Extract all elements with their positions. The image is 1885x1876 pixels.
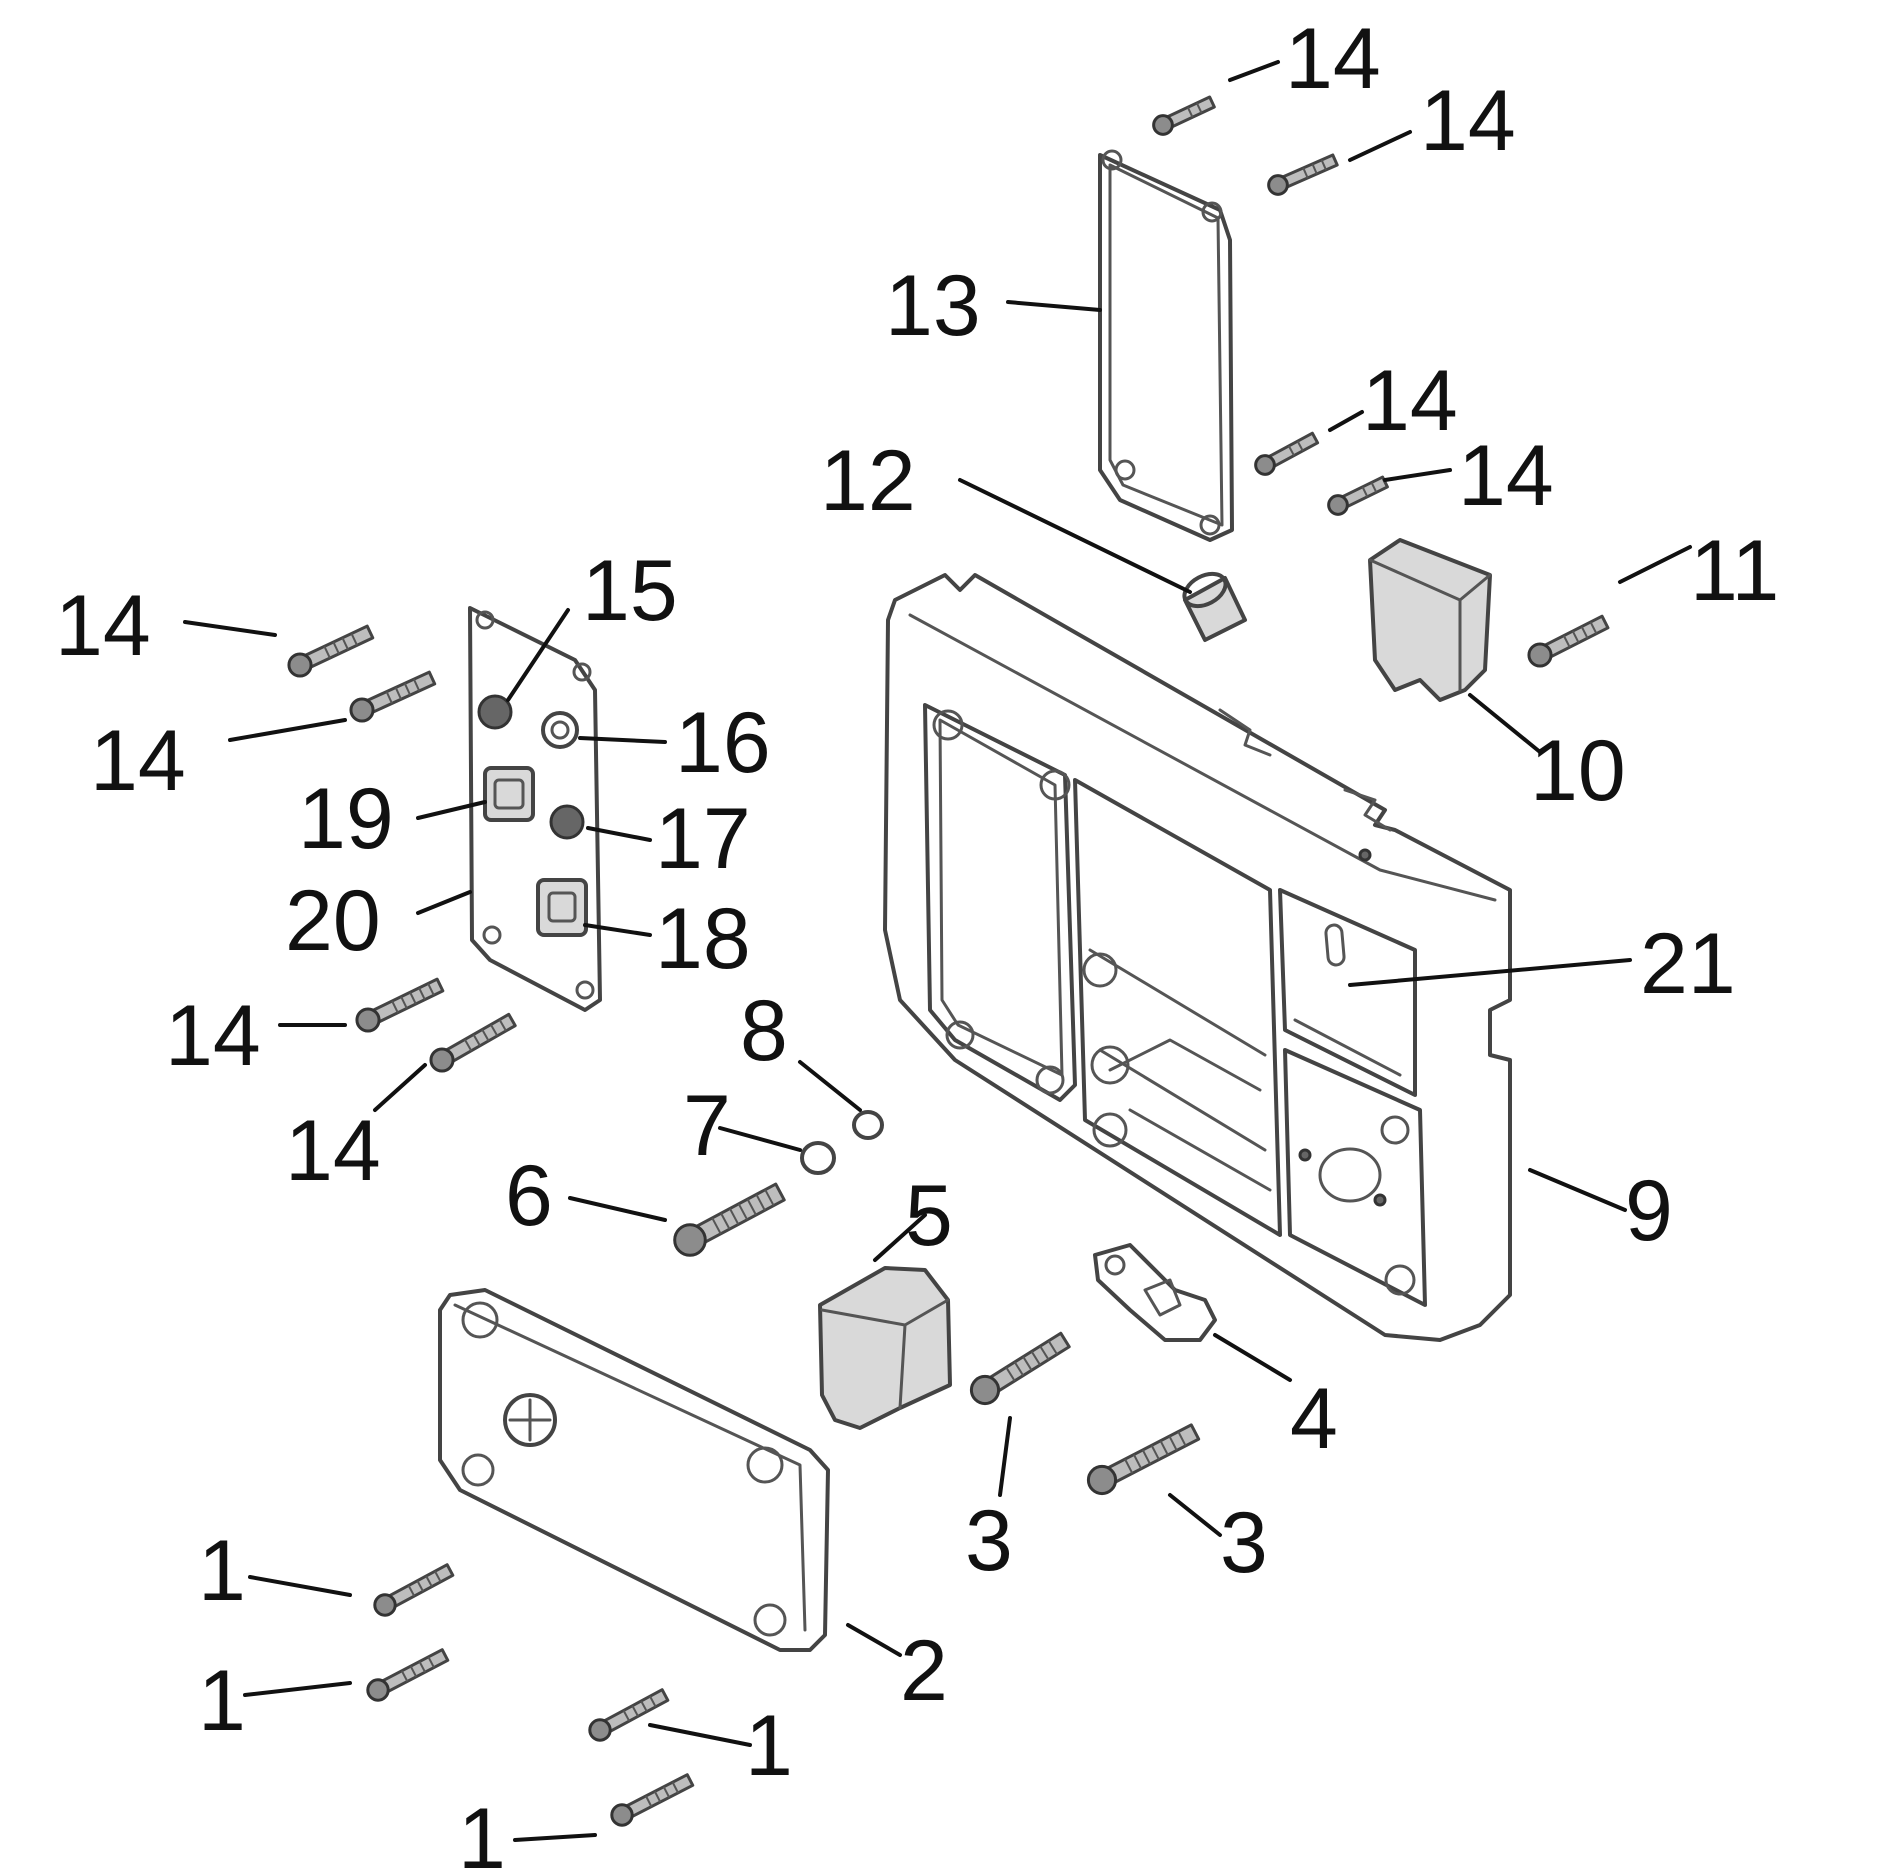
callout-10: 10 xyxy=(1530,723,1626,819)
part-18-outlet xyxy=(536,878,588,937)
bolt-14-panel-2 xyxy=(349,670,437,723)
leader-5 xyxy=(873,1213,927,1262)
callout-17: 17 xyxy=(655,791,751,887)
callout-14a: 14 xyxy=(1285,11,1381,107)
callout-12: 12 xyxy=(820,433,916,529)
leader-1d xyxy=(513,1833,597,1842)
bolt-3-a xyxy=(969,1331,1071,1406)
callout-16: 16 xyxy=(675,695,771,791)
leader-3a xyxy=(998,1416,1012,1497)
callout-14g: 14 xyxy=(165,988,261,1084)
callout-14c: 14 xyxy=(1362,353,1458,449)
leader-lines xyxy=(183,60,1692,1842)
callout-18: 18 xyxy=(655,891,751,987)
bolt-1-c xyxy=(588,1688,670,1742)
bolt-14-cover-lower-1 xyxy=(1254,431,1320,476)
leader-12 xyxy=(958,478,1192,594)
callout-7: 7 xyxy=(683,1078,731,1174)
callout-1c: 1 xyxy=(745,1698,793,1794)
part-10-switch-block xyxy=(1368,538,1492,702)
leader-14a xyxy=(1228,60,1280,82)
part-19-outlet xyxy=(483,766,535,822)
leader-3b xyxy=(1168,1493,1222,1537)
callout-21: 21 xyxy=(1640,916,1736,1012)
part-13-cover-plate xyxy=(1098,149,1234,542)
part-8-washer xyxy=(852,1110,884,1140)
leader-1a xyxy=(248,1575,352,1597)
callout-8: 8 xyxy=(740,983,788,1079)
leader-19 xyxy=(416,800,487,820)
leader-6 xyxy=(568,1196,667,1222)
leader-21 xyxy=(1348,958,1632,987)
leader-14c xyxy=(1328,410,1364,432)
bolt-14-panel-4 xyxy=(429,1012,517,1073)
part-5-rubber-mount xyxy=(818,1266,952,1430)
part-2-base-plate xyxy=(438,1288,830,1652)
part-4-bracket xyxy=(1093,1243,1217,1342)
leader-14h xyxy=(373,1063,427,1112)
callout-4: 4 xyxy=(1290,1371,1338,1467)
callout-19: 19 xyxy=(298,771,394,867)
leader-16 xyxy=(578,736,667,744)
bolt-14-panel-1 xyxy=(287,624,375,678)
leader-9 xyxy=(1528,1168,1627,1212)
callout-9: 9 xyxy=(1625,1163,1673,1259)
part-12-bushing xyxy=(1182,571,1247,642)
leader-14b xyxy=(1348,130,1412,162)
bolt-14-cover-lower-2 xyxy=(1327,475,1389,516)
leader-14e xyxy=(183,620,277,637)
callout-11: 11 xyxy=(1690,523,1779,619)
callout-15: 15 xyxy=(582,543,678,639)
part-17-knob xyxy=(549,804,585,840)
leader-14f xyxy=(228,718,347,742)
callout-1d: 1 xyxy=(458,1791,506,1876)
leader-13 xyxy=(1006,300,1102,312)
bolt-1-d xyxy=(610,1773,695,1827)
leader-10 xyxy=(1468,693,1542,754)
bolt-group xyxy=(287,95,1610,1827)
part-16-grommet xyxy=(541,711,579,749)
bolt-11 xyxy=(1527,614,1610,668)
bolt-6 xyxy=(673,1182,786,1257)
leader-14d xyxy=(1383,468,1452,482)
callout-labels: 14 14 13 14 12 14 11 15 14 16 14 10 19 1… xyxy=(55,11,1779,1876)
bolt-1-a xyxy=(373,1563,455,1617)
leader-1b xyxy=(243,1681,352,1697)
leader-1c xyxy=(648,1723,752,1747)
leader-8 xyxy=(798,1060,862,1112)
callout-1a: 1 xyxy=(198,1523,246,1619)
leader-4 xyxy=(1213,1333,1292,1382)
callout-3a: 3 xyxy=(965,1493,1013,1589)
leader-11 xyxy=(1618,545,1692,584)
callout-13: 13 xyxy=(885,258,981,354)
callout-14h: 14 xyxy=(285,1103,381,1199)
callout-1b: 1 xyxy=(198,1653,246,1749)
callout-14f: 14 xyxy=(90,713,186,809)
callout-14e: 14 xyxy=(55,578,151,674)
leader-2 xyxy=(846,1623,902,1657)
callout-14b: 14 xyxy=(1420,73,1516,169)
leader-15 xyxy=(506,608,570,702)
part-20-control-panel xyxy=(468,606,602,1012)
part-7-washer xyxy=(800,1141,836,1175)
leader-7 xyxy=(718,1126,802,1152)
leader-20 xyxy=(416,890,472,915)
bolt-14-top-1 xyxy=(1152,95,1216,136)
part-15-indicator xyxy=(477,694,513,730)
bolt-14-panel-3 xyxy=(355,977,445,1033)
bolt-3-b xyxy=(1086,1423,1201,1496)
leader-17 xyxy=(586,826,652,842)
callout-5: 5 xyxy=(905,1168,953,1264)
bolt-14-top-2 xyxy=(1267,153,1339,196)
callout-14d: 14 xyxy=(1458,428,1554,524)
callout-3b: 3 xyxy=(1220,1495,1268,1591)
callout-2: 2 xyxy=(900,1623,948,1719)
bolt-1-b xyxy=(366,1648,450,1702)
callout-20: 20 xyxy=(285,873,381,969)
callout-6: 6 xyxy=(505,1148,553,1244)
leader-18 xyxy=(583,923,652,937)
part-9-housing-frame xyxy=(883,573,1512,1342)
